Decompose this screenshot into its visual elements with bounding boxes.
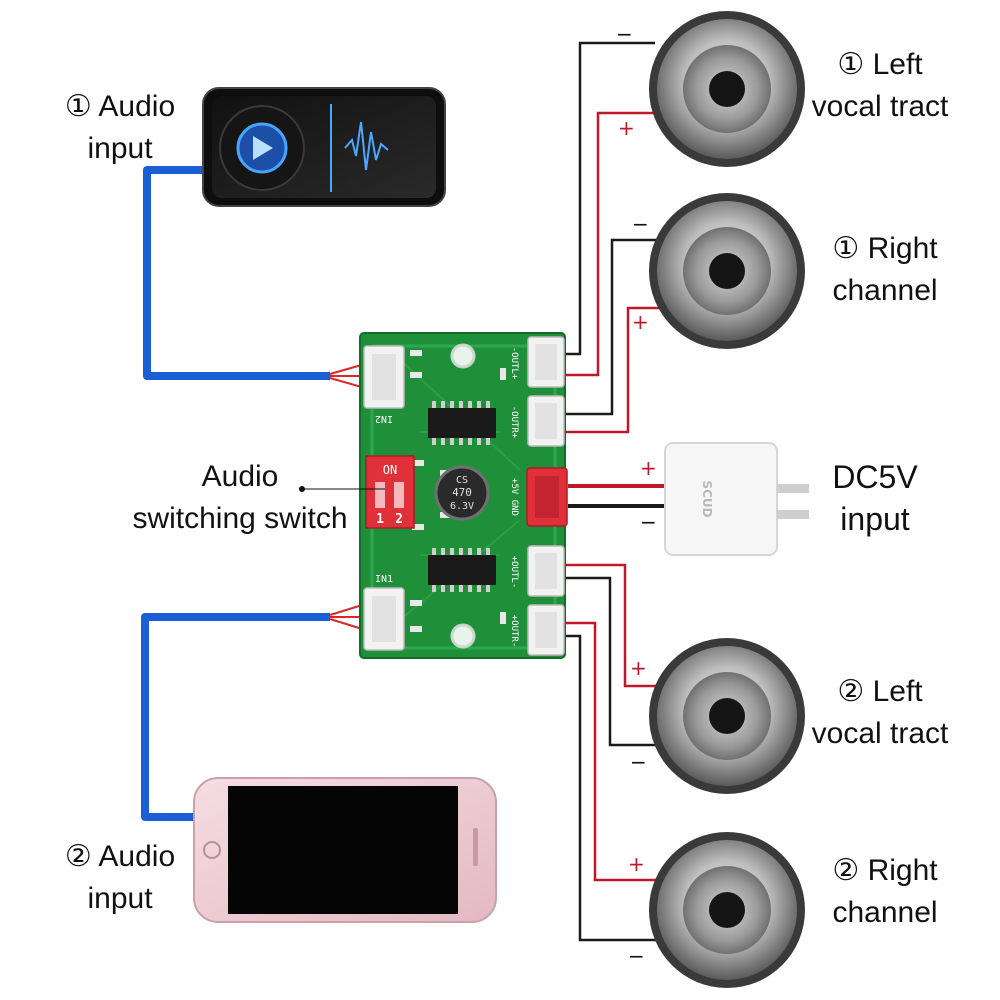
right-channel-2-label: ② Right channel (832, 854, 938, 929)
right-channel-1-label: ① Right channel (832, 232, 938, 307)
speaker-right-1 (649, 193, 805, 349)
usb-charger: SCUD (664, 442, 809, 556)
audio-input-2-label: ② Audio input (64, 840, 176, 915)
capacitor-label-3: 6.3V (450, 501, 474, 512)
outr-top-connector: -OUTR+ (509, 395, 565, 447)
switch-2-label: 2 (395, 512, 403, 527)
switch-on-label: ON (383, 463, 397, 477)
in2-label: IN2 (375, 413, 393, 424)
plus-sign: + (640, 456, 657, 480)
plus-sign: + (632, 310, 649, 334)
minus-sign: − (632, 212, 649, 236)
in1-label: IN1 (375, 574, 393, 585)
outr-top-label: -OUTR+ (509, 406, 519, 439)
minus-sign: − (640, 510, 657, 534)
speaker-left-2 (649, 638, 805, 794)
outr-bottom-connector: +OUTR- (509, 604, 565, 656)
power-label: +5V GND (509, 478, 519, 516)
power-connector: +5V GND (509, 467, 568, 527)
outl-top-connector: -OUTL+ (509, 336, 565, 388)
audio-input-1-label: ① Audio input (64, 90, 176, 165)
outl-top-label: -OUTL+ (509, 347, 519, 380)
mp3-player-device (202, 87, 446, 207)
dc5v-input-label: DC5V input (832, 459, 918, 537)
outr-bottom-label: +OUTR- (509, 615, 519, 648)
in1-connector: IN1 (363, 574, 405, 651)
smartphone-device (193, 777, 497, 923)
capacitor-label-1: CS (456, 475, 468, 486)
left-channel-2-label: ② Left vocal tract (811, 675, 949, 750)
speaker-wires-bottom (565, 563, 660, 942)
minus-sign: − (616, 22, 633, 46)
plus-sign: + (618, 116, 635, 140)
switch-1-label: 1 (376, 512, 384, 527)
in2-connector: IN2 (363, 345, 405, 424)
plus-sign: + (630, 656, 647, 680)
minus-sign: − (628, 944, 645, 968)
outl-bottom-connector: +OUTL- (509, 545, 565, 597)
speaker-left-1 (649, 11, 805, 167)
audio-switch-label: Audio switching switch (132, 460, 348, 535)
charger-brand: SCUD (700, 480, 714, 517)
dip-switch[interactable]: ON 1 2 (365, 455, 415, 529)
plus-sign: + (628, 852, 645, 876)
speaker-right-2 (649, 832, 805, 988)
speaker-wires-top (565, 41, 660, 434)
switch-callout-pointer (299, 486, 385, 492)
power-wires (568, 484, 665, 508)
minus-sign: − (630, 750, 647, 774)
capacitor: CS 470 6.3V (434, 465, 490, 521)
amplifier-board: CS 470 6.3V ON 1 2 IN2 IN1 -OUTL+ (359, 332, 568, 659)
capacitor-label-2: 470 (452, 486, 472, 499)
left-channel-1-label: ① Left vocal tract (811, 48, 949, 123)
outl-bottom-label: +OUTL- (509, 556, 519, 589)
